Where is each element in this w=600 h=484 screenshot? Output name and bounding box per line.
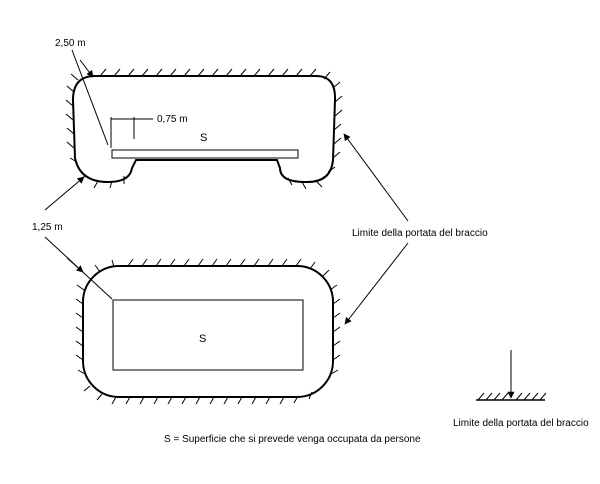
dim-125-label: 1,25 m — [32, 222, 63, 233]
top-hatching — [65, 68, 343, 190]
dim-250-leader — [71, 49, 109, 146]
symbol-hatching — [477, 392, 547, 401]
dim-075 — [110, 117, 153, 148]
reach-limit-symbol: Limite della portata del braccio — [453, 350, 589, 429]
bottom-surface-label: S — [199, 333, 206, 345]
symbol-label: Limite della portata del braccio — [453, 418, 589, 429]
top-surface-label: S — [200, 132, 207, 144]
callout-arrow-bottom — [344, 242, 409, 325]
dim-125-arrow-top — [44, 176, 85, 211]
dim-250-label: 2,50 m — [55, 38, 86, 49]
callout-arrow-top — [343, 133, 409, 222]
dim-075-label: 0,75 m — [157, 114, 188, 125]
dim-250-arrow — [79, 59, 94, 78]
bottom-surface-area — [112, 299, 304, 371]
top-reach-limit-outline — [71, 75, 337, 184]
callout-label: Limite della portata del braccio — [352, 228, 488, 239]
bottom-hatching — [75, 258, 341, 405]
bottom-figure: S 1,25 m — [32, 222, 341, 405]
reach-limit-callout: Limite della portata del braccio — [343, 133, 488, 325]
top-surface-platform — [111, 149, 299, 159]
legend-text: S = Superficie che si prevede venga occu… — [164, 434, 421, 445]
dim-125-arrow-bottom — [66, 257, 84, 273]
top-figure: S 0,75 m 2,50 m — [44, 38, 343, 211]
